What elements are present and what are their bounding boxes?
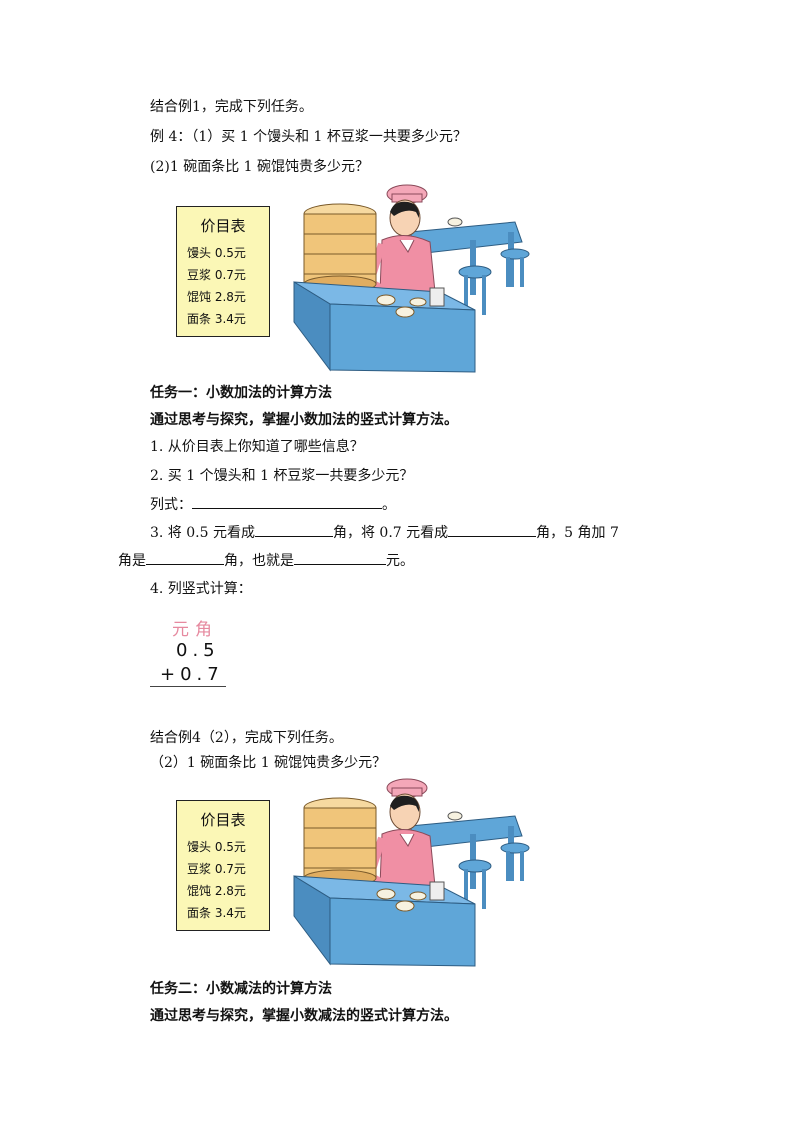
price-item-2-doujiang: 豆浆 0.7元 [187, 862, 246, 876]
task1-question3-line1: 3. 将 0.5 元看成 角，将 0.7 元看成 角，5 角加 7 [150, 522, 619, 543]
combine2-title: 结合例4（2），完成下列任务。 [150, 730, 343, 746]
price-item-2-huntun: 馄饨 2.8元 [187, 884, 246, 898]
task1-question2: 2. 买 1 个馒头和 1 杯豆浆一共要多少元？ [150, 468, 414, 484]
task1-question4: 4. 列竖式计算： [150, 581, 252, 597]
price-table-2-title: 价目表 [200, 811, 246, 829]
task2-goal: 通过思考与探究，掌握小数减法的竖式计算方法。 [150, 1008, 458, 1024]
q3-text-f: 元。 [386, 553, 414, 569]
combine2-question: （2）1 碗面条比 1 碗馄饨贵多少元？ [150, 755, 387, 771]
q3-text-e: 角，也就是 [224, 553, 294, 569]
task1-title: 任务一：小数加法的计算方法 [150, 385, 332, 401]
task2-title: 任务二：小数减法的计算方法 [150, 981, 332, 997]
task1-formula: 列式： 。 [150, 494, 396, 515]
price-item-2-mantou: 馒头 0.5元 [187, 840, 246, 854]
example4-question1: 例 4：（1）买 1 个馒头和 1 杯豆浆一共要多少元？ [150, 129, 467, 145]
task1-question1: 1. 从价目表上你知道了哪些信息？ [150, 439, 364, 455]
price-item-huntun: 馄饨 2.8元 [187, 290, 246, 304]
q3-text-b: 角，将 0.7 元看成 [332, 525, 449, 541]
price-table: 价目表 馒头 0.5元 豆浆 0.7元 馄饨 2.8元 面条 3.4元 [176, 206, 270, 337]
price-item-2-miantiao: 面条 3.4元 [187, 906, 246, 920]
vertical-header: 元角 [172, 620, 218, 640]
q3-blank-1[interactable] [254, 522, 333, 537]
task1-question3-line2: 角是 角，也就是 元。 [118, 550, 414, 571]
q3-text-c: 角，5 角加 7 [536, 525, 619, 541]
price-table-title: 价目表 [200, 217, 246, 235]
formula-label: 列式： [150, 497, 192, 513]
shop-illustration-2 [293, 778, 530, 967]
vertical-line1-wrap: 0.5 [176, 640, 220, 661]
q3-text-d: 角是 [118, 553, 146, 569]
q3-blank-3[interactable] [146, 550, 224, 565]
formula-end: 。 [382, 497, 396, 513]
intro-line: 结合例1，完成下列任务。 [150, 99, 313, 115]
vertical-line1: 0.5 [176, 640, 220, 661]
formula-blank[interactable] [192, 494, 382, 509]
price-item-mantou: 馒头 0.5元 [187, 246, 246, 260]
price-item-doujiang: 豆浆 0.7元 [187, 268, 246, 282]
vertical-line2: +0.7 [160, 664, 224, 685]
price-table-2: 价目表 馒头 0.5元 豆浆 0.7元 馄饨 2.8元 面条 3.4元 [176, 800, 270, 931]
price-item-miantiao: 面条 3.4元 [187, 312, 246, 326]
task1-goal: 通过思考与探究，掌握小数加法的竖式计算方法。 [150, 412, 458, 428]
q3-blank-2[interactable] [448, 522, 537, 537]
vertical-line2-wrap: +0.7 [160, 664, 224, 685]
q3-text-a: 3. 将 0.5 元看成 [150, 525, 255, 541]
vertical-rule [150, 686, 226, 687]
q3-blank-4[interactable] [294, 550, 386, 565]
example4-question2: (2)1 碗面条比 1 碗馄饨贵多少元？ [150, 159, 369, 175]
shop-illustration [293, 184, 530, 373]
vertical-calculation: 元角 [172, 615, 218, 640]
